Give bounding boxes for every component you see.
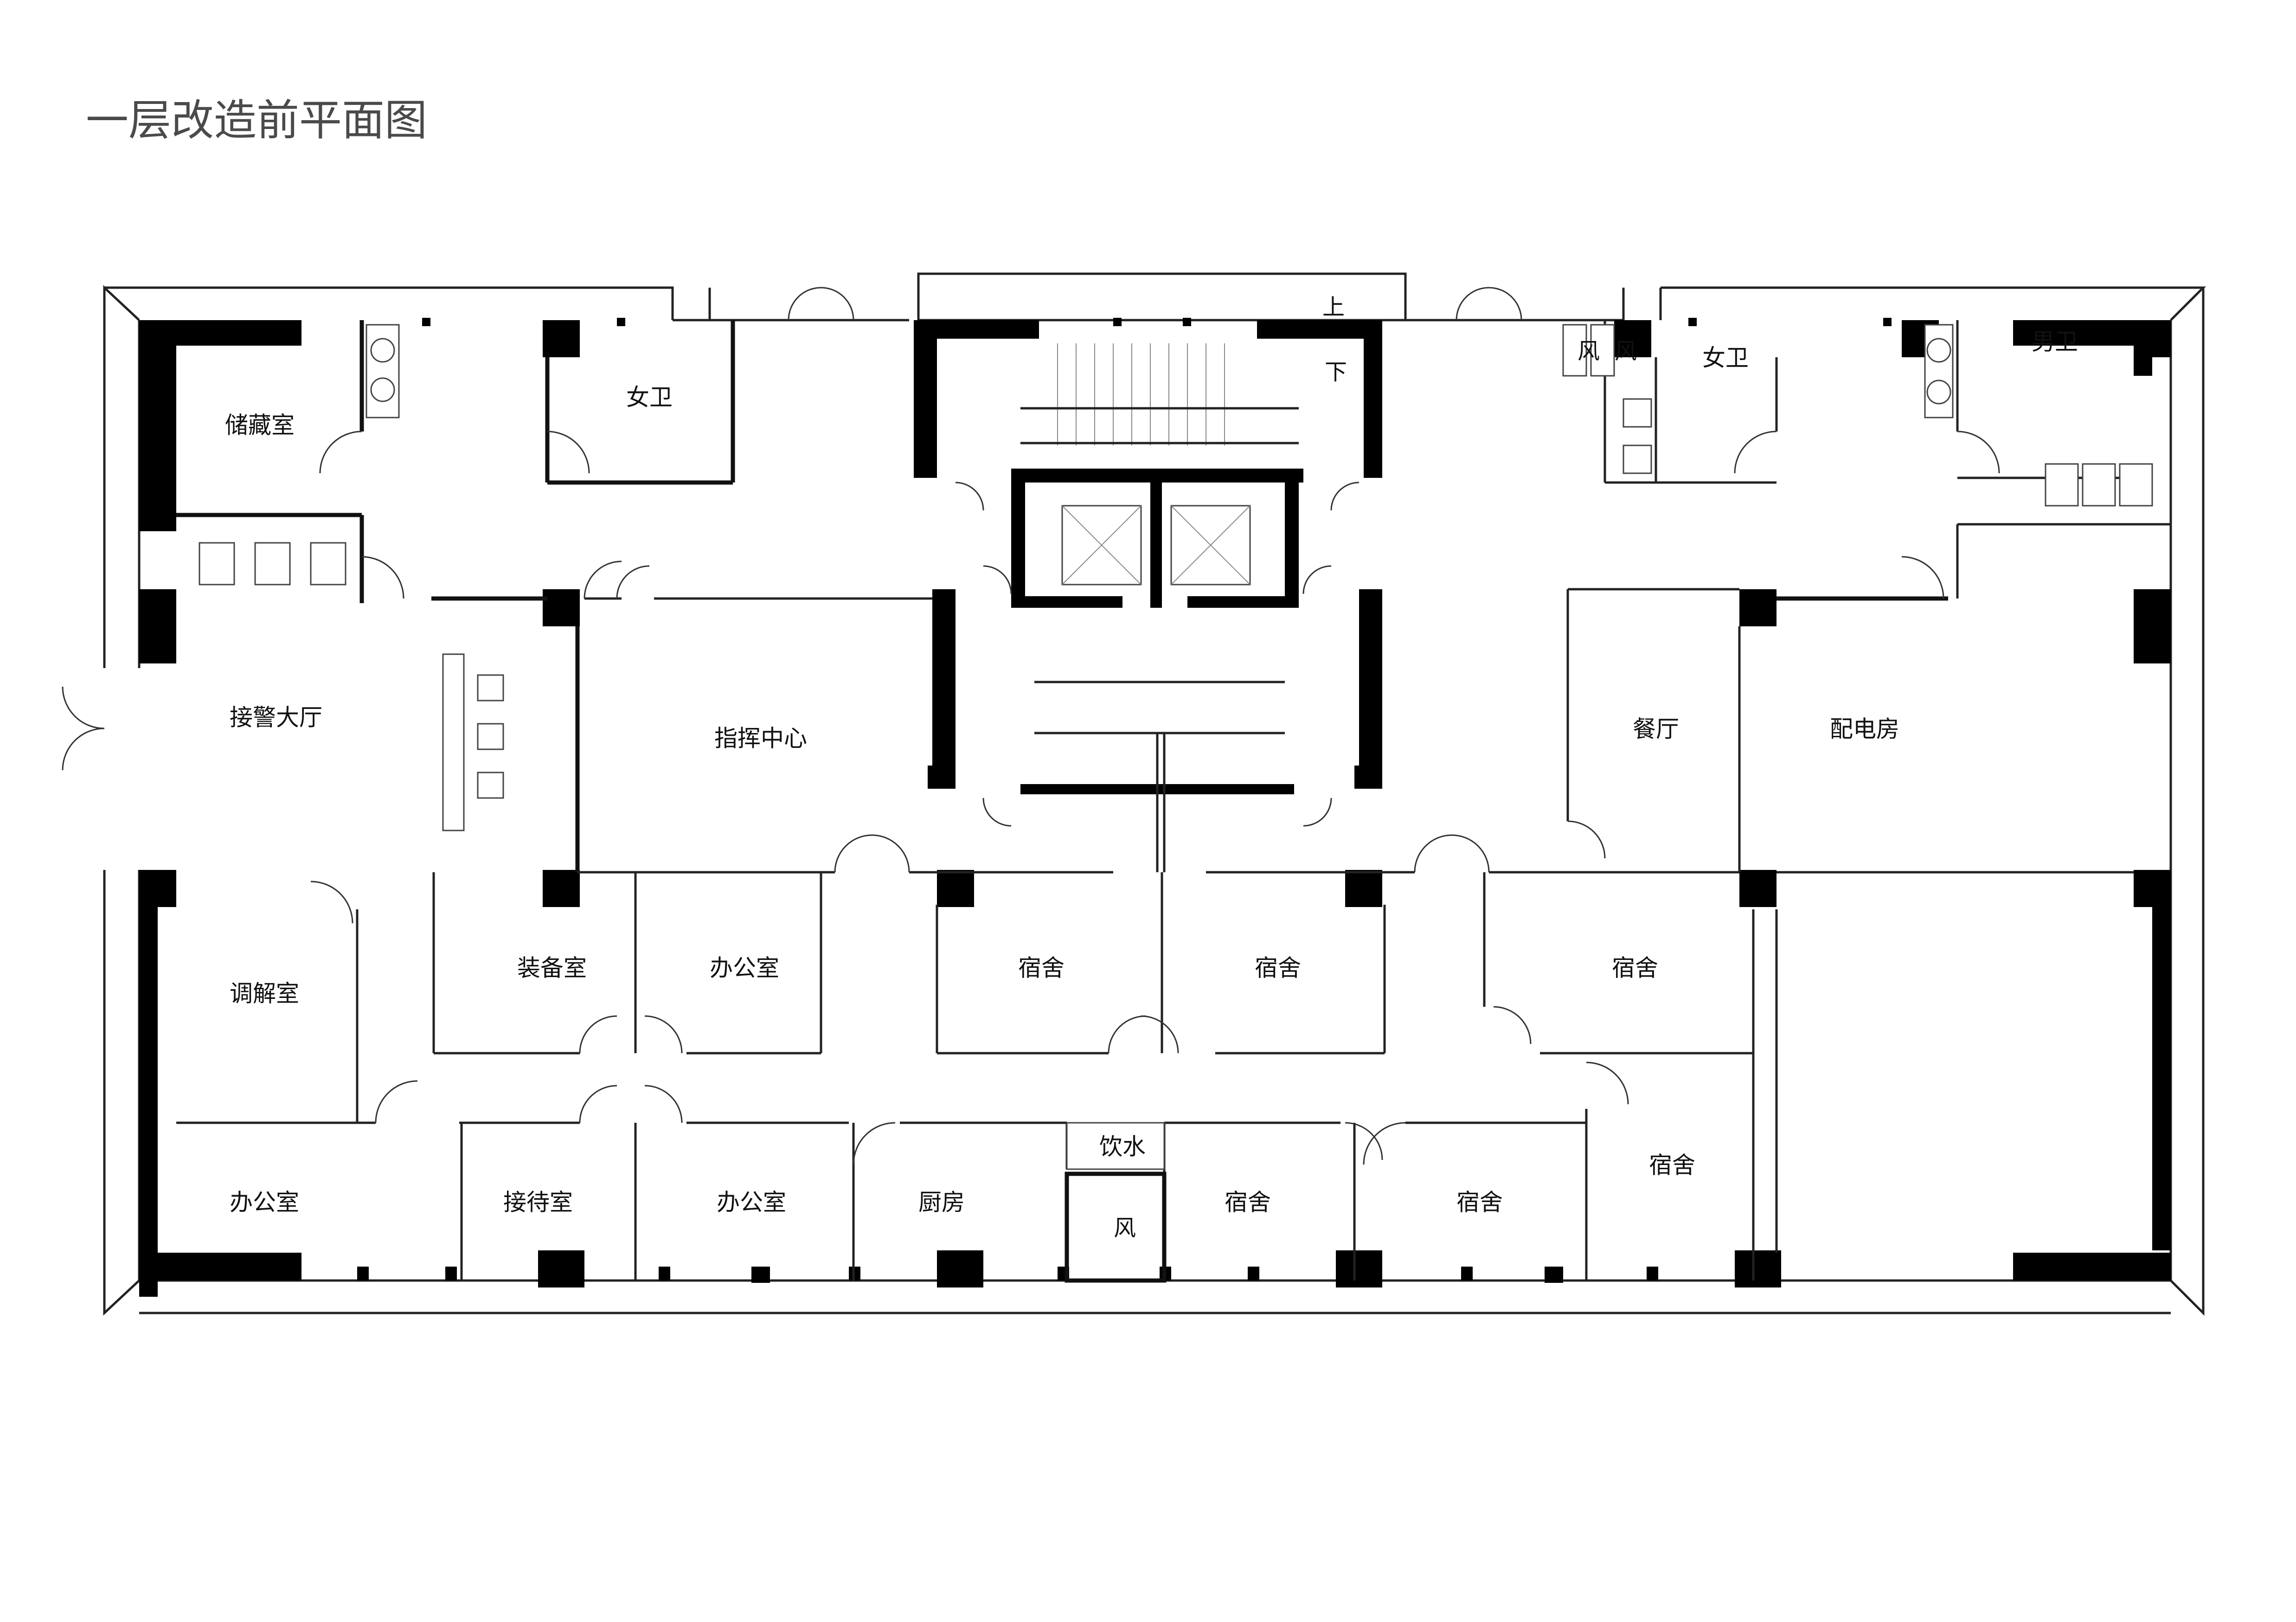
exterior-walls	[139, 320, 2171, 1297]
room-dorm-d: 宿舍	[1225, 1189, 1271, 1216]
core	[914, 320, 1382, 872]
stair-down-mark: 下	[1325, 359, 1347, 385]
room-storage: 储藏室	[225, 412, 295, 439]
room-dorm-e: 宿舍	[1456, 1189, 1503, 1216]
room-office-mid-upper: 办公室	[710, 955, 779, 982]
wind-mark-wc-1: 风	[1578, 338, 1600, 364]
room-dorm-c: 宿舍	[1612, 955, 1658, 982]
room-command-center: 指挥中心	[714, 725, 807, 752]
wind-mark-kitchen-shaft: 风	[1114, 1215, 1136, 1241]
door-swings	[62, 287, 2000, 1165]
room-equipment: 装备室	[517, 955, 587, 982]
room-dorm-f: 宿舍	[1649, 1152, 1695, 1179]
room-dining: 餐厅	[1633, 716, 1679, 743]
room-men-wc: 男卫	[2032, 328, 2078, 355]
room-reception-hall: 接警大厅	[230, 704, 322, 731]
room-dorm-b: 宿舍	[1255, 955, 1301, 982]
room-dorm-a: 宿舍	[1018, 955, 1065, 982]
fixtures	[199, 324, 2153, 1170]
wind-mark-wc-2: 风	[1615, 338, 1637, 364]
room-office-left-lower: 办公室	[230, 1189, 299, 1216]
room-office-mid-lower: 办公室	[717, 1189, 786, 1216]
room-women-wc-right: 女卫	[1702, 345, 1749, 372]
room-water: 饮水	[1099, 1133, 1146, 1160]
columns	[357, 318, 1939, 1287]
room-power-room: 配电房	[1830, 716, 1899, 743]
stair-up-mark: 上	[1322, 294, 1345, 320]
room-kitchen: 厨房	[918, 1189, 965, 1216]
room-women-wc-left: 女卫	[626, 384, 673, 411]
room-mediation: 调解室	[230, 980, 299, 1007]
room-reception-room: 接待室	[503, 1189, 573, 1216]
interior-walls	[176, 320, 2171, 1283]
plan-title: 一层改造前平面图	[86, 96, 428, 145]
room-labels: 储藏室 女卫 接警大厅 指挥中心 调解室 装备室 办公室 宿舍 宿舍 宿舍 办公…	[225, 294, 2078, 1241]
